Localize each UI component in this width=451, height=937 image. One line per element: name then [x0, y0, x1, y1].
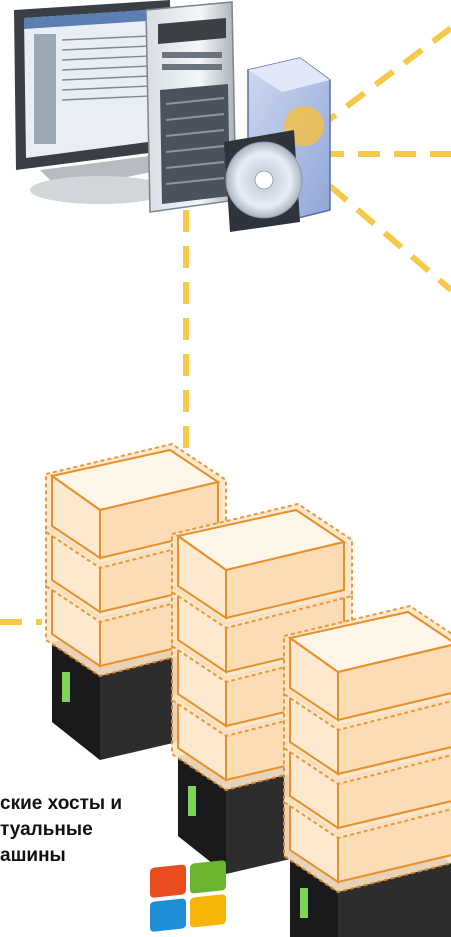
host-stack-3 [284, 606, 451, 937]
hosts-caption: ские хосты и туальные ашины [0, 791, 240, 869]
caption-line-1: ские хосты и [0, 791, 240, 817]
caption-line-2: туальные [0, 817, 240, 843]
windows-logo-icon [150, 860, 226, 932]
connector-down-right [330, 186, 451, 290]
cd-disc-icon [224, 130, 302, 232]
connector-up-right [318, 28, 451, 128]
caption-line-3: ашины [0, 843, 240, 869]
server-tower-icon [146, 2, 236, 212]
